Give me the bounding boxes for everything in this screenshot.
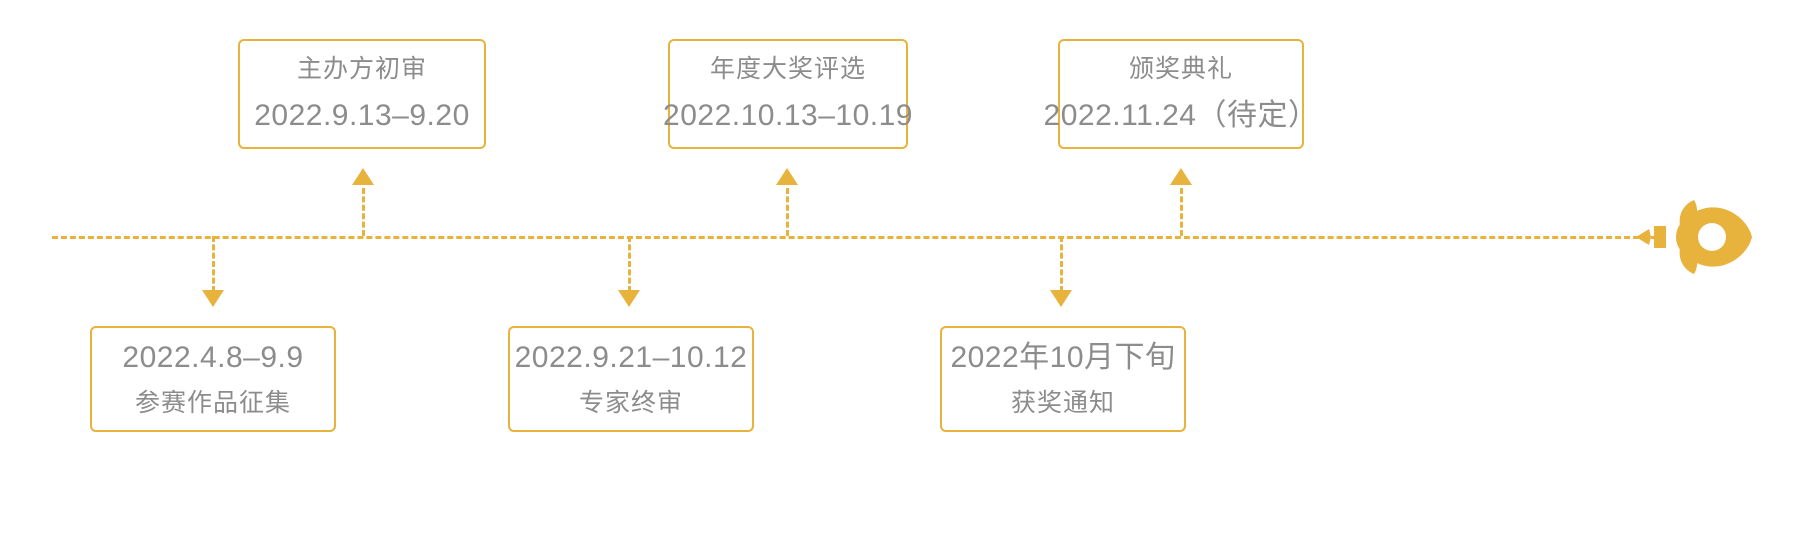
event-card-winner-notification[interactable]: 2022年10月下旬 获奖通知	[940, 326, 1186, 432]
event-date: 2022年10月下旬	[950, 340, 1176, 374]
event-card-expert-final-review[interactable]: 2022.9.21–10.12 专家终审	[508, 326, 754, 432]
arrow-down-icon-winner-notification	[1050, 290, 1072, 307]
connector-stem-submission	[212, 236, 215, 292]
event-card-award-ceremony[interactable]: 颁奖典礼 2022.11.24（待定）	[1044, 39, 1318, 149]
event-date: 2022.10.13–10.19	[663, 99, 913, 133]
event-title: 参赛作品征集	[134, 388, 291, 417]
arrow-up-icon-preliminary-review	[352, 168, 374, 185]
rocket-icon	[1636, 196, 1754, 278]
event-title: 年度大奖评选	[709, 54, 866, 83]
arrow-down-icon-expert-final-review	[618, 290, 640, 307]
connector-stem-winner-notification	[1060, 236, 1063, 292]
arrow-down-icon-submission	[202, 290, 224, 307]
event-card-annual-award-selection[interactable]: 年度大奖评选 2022.10.13–10.19	[663, 39, 912, 149]
event-card-submission[interactable]: 2022.4.8–9.9 参赛作品征集	[90, 326, 336, 432]
event-date: 2022.11.24（待定）	[1043, 99, 1319, 133]
arrow-up-icon-award-ceremony	[1170, 168, 1192, 185]
connector-stem-award-ceremony	[1180, 188, 1183, 236]
event-date: 2022.4.8–9.9	[122, 340, 304, 374]
event-title: 专家终审	[578, 388, 683, 417]
event-date: 2022.9.21–10.12	[514, 340, 748, 374]
arrow-up-icon-annual-award-selection	[776, 168, 798, 185]
event-title: 获奖通知	[1010, 388, 1115, 417]
event-title: 颁奖典礼	[1128, 54, 1233, 83]
event-card-preliminary-review[interactable]: 主办方初审 2022.9.13–9.20	[238, 39, 486, 149]
timeline-axis	[52, 236, 1657, 239]
event-title: 主办方初审	[296, 54, 427, 83]
event-date: 2022.9.13–9.20	[254, 99, 470, 133]
connector-stem-preliminary-review	[362, 188, 365, 236]
connector-stem-annual-award-selection	[786, 188, 789, 236]
connector-stem-expert-final-review	[628, 236, 631, 292]
